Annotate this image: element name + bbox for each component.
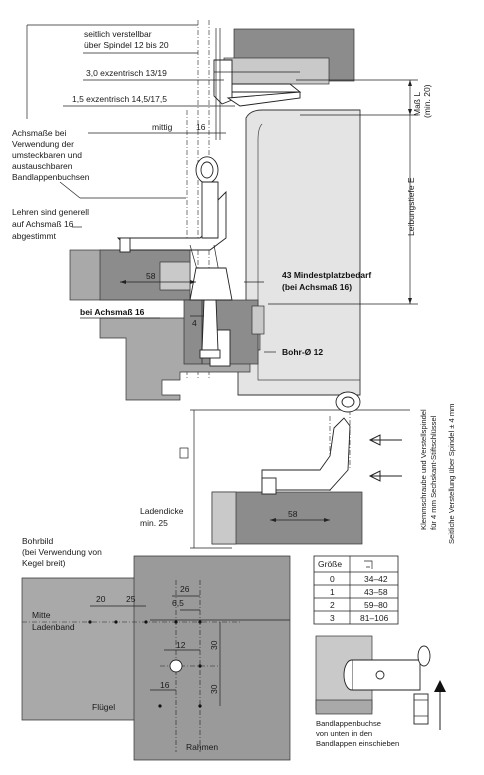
size-table — [313, 555, 399, 625]
size-table-rows: 0 34–42 1 43–58 2 59–80 3 81–106 — [330, 574, 389, 623]
adjust-label-1: seitlich verstellbar — [84, 29, 152, 39]
centered-label: mittig — [152, 122, 173, 132]
svg-text:abgestimmt: abgestimmt — [12, 231, 57, 241]
table-row: 1 — [330, 587, 335, 597]
size-header: Größe — [318, 559, 342, 569]
drill-pattern-sub1: (bei Verwendung von — [22, 547, 102, 557]
svg-text:Verwendung der: Verwendung der — [12, 139, 74, 149]
bushing-detail — [315, 635, 446, 730]
dim-16: 16 — [160, 680, 170, 690]
table-row: 2 — [330, 600, 335, 610]
dim-12: 12 — [176, 640, 186, 650]
centered-value: 16 — [196, 122, 206, 132]
table-row: 43–58 — [364, 587, 388, 597]
note-lehren: Lehren sind generell auf Achsmaß 16 abge… — [12, 207, 89, 241]
table-row: 34–42 — [364, 574, 388, 584]
adjust-label-2: über Spindel 12 bis 20 — [84, 40, 169, 50]
clamp-screw-label: Klemmschraube und Verstellspindel — [419, 409, 428, 530]
dim-25: 25 — [126, 594, 136, 604]
dim-58-lower: 58 — [288, 509, 298, 519]
wing-label: Flügel — [92, 702, 115, 712]
frame-label: Rahmen — [186, 742, 218, 752]
leaf-thickness-min: min. 25 — [140, 518, 168, 528]
dim-4: 4 — [192, 318, 197, 328]
leaf-thickness-label: Ladendicke — [140, 506, 184, 516]
svg-text:umsteckbaren und: umsteckbaren und — [12, 150, 82, 160]
eccentric-30-label: 3,0 exzentrisch 13/19 — [86, 68, 167, 78]
bushing-caption-2: von unten in den — [316, 729, 372, 738]
table-row: 3 — [330, 613, 335, 623]
svg-text:Achsmaße bei: Achsmaße bei — [12, 128, 66, 138]
drill-pattern-title: Bohrbild — [22, 536, 53, 546]
drill-pattern — [21, 555, 291, 761]
mass-l-label: Maß L — [412, 92, 422, 116]
dim-30-a: 30 — [209, 640, 219, 650]
main-dims — [80, 280, 276, 353]
mass-l-min: (min. 20) — [422, 84, 432, 118]
lateral-adjust-label: Seitliche Verstellung über Spindel ± 4 m… — [447, 403, 456, 544]
min-space-label: 43 Mindestplatzbedarf — [282, 270, 371, 280]
min-space-axis: (bei Achsmaß 16) — [282, 282, 352, 292]
dim-20: 20 — [96, 594, 106, 604]
svg-text:Bandlappenbuchsen: Bandlappenbuchsen — [12, 172, 90, 182]
drill-pattern-sub2: Kegel breit) — [22, 558, 66, 568]
lower-hinge-assembly — [179, 391, 410, 549]
dim-30-b: 30 — [209, 684, 219, 694]
dim-26: 26 — [180, 584, 190, 594]
svg-text:austauschbaren: austauschbaren — [12, 161, 73, 171]
dim-6-5: 6,5 — [172, 598, 184, 608]
at-axis-16-label: bei Achsmaß 16 — [80, 307, 145, 317]
svg-text:auf Achsmaß 16: auf Achsmaß 16 — [12, 219, 74, 229]
upper-hinge-part — [213, 28, 355, 107]
main-hinge-assembly — [69, 156, 265, 401]
table-row: 59–80 — [364, 600, 388, 610]
eccentric-15-label: 1,5 exzentrisch 14,5/17,5 — [72, 94, 167, 104]
bushing-caption-3: Bandlappen einschieben — [316, 739, 399, 748]
dim-58-main: 58 — [146, 271, 156, 281]
right-vertical-dims — [268, 79, 418, 305]
bore-diameter-label: Bohr-Ø 12 — [282, 347, 323, 357]
table-row: 81–106 — [360, 613, 389, 623]
hex-key-label: für 4 mm Sechskant-Stiftschlüssel — [429, 415, 438, 530]
center-leaf-label-1: Mitte — [32, 610, 51, 620]
table-row: 0 — [330, 574, 335, 584]
note-achsmasse: Achsmaße bei Verwendung der umsteckbaren… — [12, 128, 90, 182]
reveal-depth-label: Leibungstiefe E — [406, 177, 416, 236]
frame-wall — [237, 109, 361, 396]
svg-text:Lehren sind generell: Lehren sind generell — [12, 207, 89, 217]
center-leaf-label-2: Ladenband — [32, 622, 75, 632]
bushing-caption-1: Bandlappenbuchse — [316, 719, 381, 728]
